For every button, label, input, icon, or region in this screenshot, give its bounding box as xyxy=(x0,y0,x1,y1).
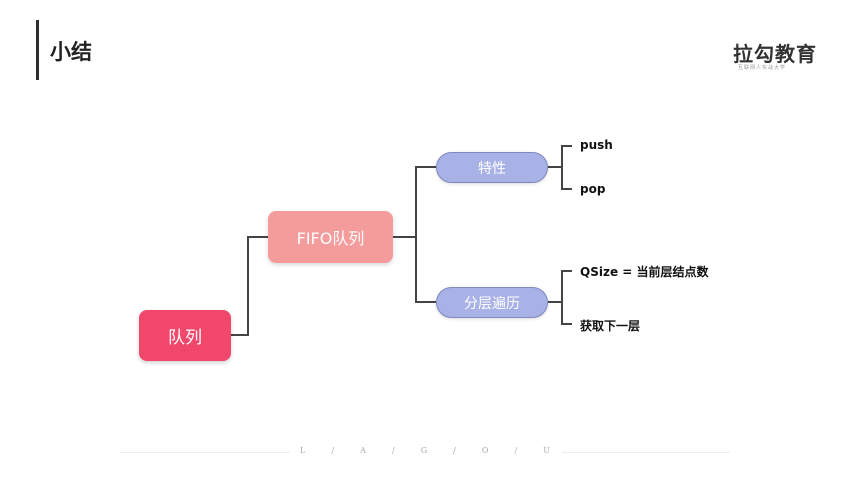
footer-letter: G xyxy=(420,446,428,455)
node-root-queue: 队列 xyxy=(139,310,231,361)
node-layer-traversal: 分层遍历 xyxy=(436,287,548,318)
node-feature: 特性 xyxy=(436,152,548,183)
footer-rule-left xyxy=(120,452,290,453)
node-fifo-queue: FIFO队列 xyxy=(268,211,393,263)
connector-root-fifo xyxy=(231,236,268,336)
leaf-push: push xyxy=(580,138,613,152)
page-title: 小结 xyxy=(50,40,92,64)
connector-fifo-layer xyxy=(393,236,436,303)
connector-layer-qsize xyxy=(548,270,572,303)
footer-letter: / xyxy=(453,446,456,455)
footer-letter: O xyxy=(481,446,489,455)
footer-letter: A xyxy=(360,446,366,455)
leaf-next-layer: 获取下一层 xyxy=(580,319,641,333)
connector-fifo-feature xyxy=(393,166,436,238)
footer-letter: / xyxy=(514,446,518,455)
footer-brand-letters: L / A / G / O / U xyxy=(300,446,550,455)
leaf-pop: pop xyxy=(580,182,606,196)
footer-letter: L xyxy=(300,446,306,455)
leaf-qsize: QSize = 当前层结点数 xyxy=(580,265,709,279)
footer-letter: / xyxy=(331,446,335,455)
footer-letter: U xyxy=(543,446,550,455)
brand-logo: 拉勾教育 xyxy=(733,42,817,66)
footer-letter: / xyxy=(391,446,395,455)
brand-logo-subtitle: 互联网人实战大学 xyxy=(738,65,787,71)
footer-rule-right xyxy=(562,452,730,453)
title-accent-bar xyxy=(36,20,39,80)
connector-feature-push xyxy=(548,145,572,168)
connector-feature-pop xyxy=(548,166,572,190)
connector-layer-next xyxy=(548,301,572,325)
